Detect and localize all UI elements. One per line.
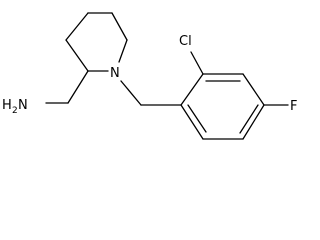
- bond: [111, 12, 128, 41]
- benzyl-linker: [120, 80, 182, 106]
- bond: [118, 39, 128, 63]
- bond: [242, 104, 265, 140]
- chemical-structure-diagram: N Cl F H 2 N: [2, 12, 297, 140]
- bond: [242, 73, 265, 106]
- bond: [180, 73, 204, 106]
- benzene-ring: [180, 73, 265, 140]
- double-bond-inner: [239, 104, 259, 134]
- bond: [120, 80, 142, 106]
- amine-subscript-label: 2: [12, 106, 18, 116]
- bond: [190, 51, 204, 75]
- nitrogen-ring-label: N: [110, 66, 120, 81]
- bond: [67, 70, 89, 104]
- piperidine-ring: [65, 12, 128, 72]
- aminomethyl-group: [45, 70, 89, 104]
- amine-h-label: H: [2, 98, 12, 113]
- double-bond-inner: [187, 104, 207, 133]
- chlorine-label: Cl: [179, 34, 192, 49]
- bond: [65, 12, 89, 41]
- fluorine-label: F: [290, 99, 297, 114]
- bond: [180, 104, 204, 140]
- amine-n-label: N: [18, 98, 28, 113]
- bond: [65, 39, 89, 72]
